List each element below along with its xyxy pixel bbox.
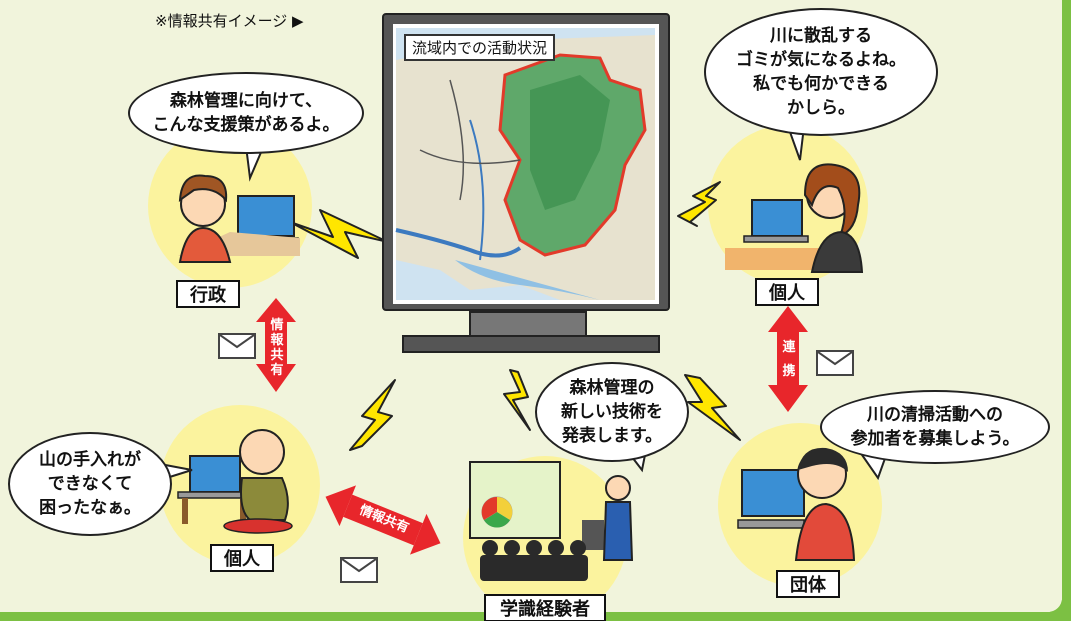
lightning-bolt [677, 181, 721, 227]
right-arrow-text: 連 携 [782, 340, 796, 379]
frame-border-right [1062, 0, 1071, 621]
individual-top-person-illustration [725, 163, 864, 273]
envelope-icon [218, 333, 256, 359]
map-title: 流域内での活動状況 [404, 34, 556, 61]
diagonal-arrow [325, 485, 441, 555]
academic-presenter-illustration [469, 461, 634, 581]
lightning-bolt [349, 379, 396, 451]
speech-bubble-academic: 森林管理の 新しい技術を 発表します。 [535, 362, 689, 462]
lightning-bolt [684, 374, 741, 441]
speech-bubble-individual-top: 川に散乱する ゴミが気になるよね。 私でも何かできる かしら。 [704, 8, 938, 136]
envelope-icon [340, 557, 378, 583]
speech-bubble-academic-text: 森林管理の 新しい技術を 発表します。 [561, 378, 663, 446]
left-arrow-text: 情 報 共 有 [270, 318, 284, 378]
speech-bubble-individual-bottom-text: 山の手入れが できなくて 困ったなぁ。 [39, 450, 141, 518]
speech-bubble-gov: 森林管理に向けて、 こんな支援策があるよ。 [128, 72, 364, 154]
group-person-illustration [737, 447, 856, 561]
gov-person-illustration [178, 174, 300, 263]
envelope-icon [816, 350, 854, 376]
individual-bottom-person-illustration [177, 429, 293, 534]
speech-bubble-individual-bottom: 山の手入れが できなくて 困ったなぁ。 [8, 432, 172, 536]
lightning-bolt [503, 369, 531, 431]
label-individual-top: 個人 [755, 278, 819, 306]
left-vertical-arrow [256, 298, 296, 392]
label-academic: 学識経験者 [484, 594, 606, 621]
label-individual-bottom: 個人 [210, 544, 274, 572]
speech-bubble-gov-text: 森林管理に向けて、 こんな支援策があるよ。 [152, 91, 340, 135]
label-gov: 行政 [176, 280, 240, 308]
speech-bubble-group-text: 川の清掃活動への 参加者を募集しよう。 [850, 405, 1020, 449]
image-caption: ※情報共有イメージ ▶ [155, 12, 304, 30]
speech-bubble-individual-top-text: 川に散乱する ゴミが気になるよね。 私でも何かできる かしら。 [736, 26, 906, 118]
right-vertical-arrow [768, 306, 808, 412]
watershed-map [395, 28, 655, 300]
speech-bubble-group: 川の清掃活動への 参加者を募集しよう。 [820, 390, 1050, 464]
label-group: 団体 [776, 570, 840, 598]
